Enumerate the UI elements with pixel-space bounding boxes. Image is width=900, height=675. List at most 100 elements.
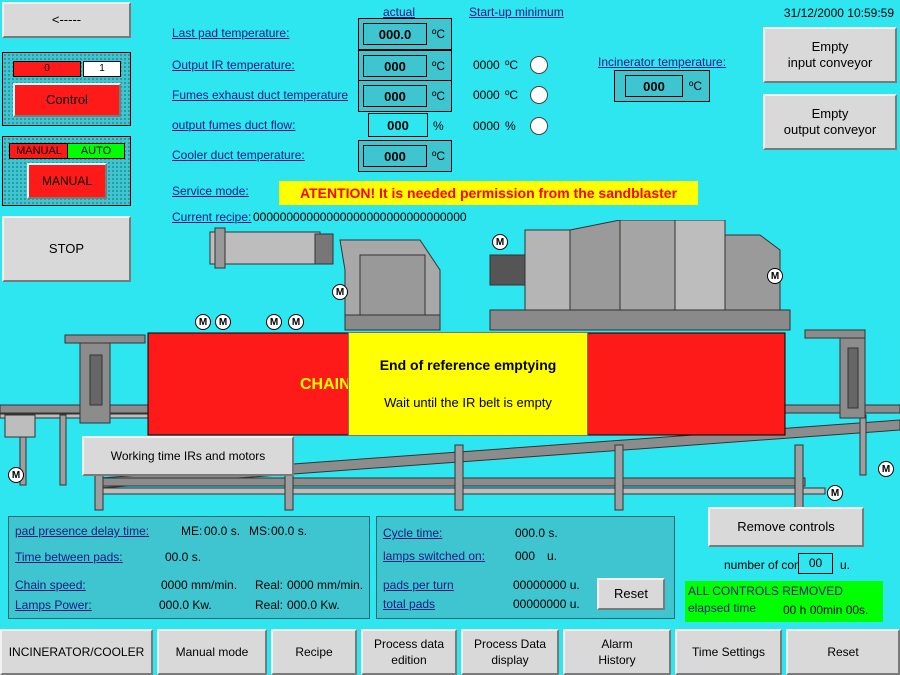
pads-per-turn-value: 00000000 u. bbox=[513, 578, 580, 592]
cooler-temp-unit: ºC bbox=[432, 149, 446, 163]
output-fumes-flow-indicator bbox=[530, 117, 548, 135]
timing-panel: pad presence delay time: ME: 00.0 s. MS:… bbox=[8, 516, 370, 619]
time-between-pads-value: 00.0 s. bbox=[165, 550, 202, 564]
lamps-power-label[interactable]: Lamps Power: bbox=[15, 598, 92, 612]
output-fumes-flow-unit: % bbox=[433, 119, 444, 133]
chain-speed-label[interactable]: Chain speed: bbox=[15, 578, 86, 592]
fumes-exhaust-temp-frame: 000 ºC bbox=[358, 80, 452, 112]
elapsed-time-label: elapsed time bbox=[688, 601, 757, 615]
last-pad-temp-frame: 000.0 ºC bbox=[358, 18, 452, 50]
controls-status-box: ALL CONTROLS REMOVED elapsed time 00 h 0… bbox=[685, 581, 883, 622]
output-ir-temp-min: 0000 bbox=[473, 58, 500, 72]
fumes-exhaust-temp-min: 0000 bbox=[473, 88, 500, 102]
lamps-switched-on-label[interactable]: lamps switched on: bbox=[383, 549, 486, 563]
startup-header: Start-up minimum bbox=[469, 5, 564, 19]
ms-value: 00.0 s. bbox=[271, 524, 308, 538]
nav-time-settings[interactable]: Time Settings bbox=[675, 629, 782, 675]
incinerator-temp-value: 000 bbox=[625, 75, 683, 97]
nav-incinerator-cooler[interactable]: INCINERATOR/COOLER bbox=[0, 629, 153, 675]
time-between-pads-label[interactable]: Time between pads: bbox=[15, 550, 123, 564]
stop-button[interactable]: STOP bbox=[2, 216, 131, 282]
fumes-exhaust-temp-unit: ºC bbox=[432, 89, 446, 103]
chain-speed-value: 0000 mm/min. bbox=[161, 578, 238, 592]
manual-button[interactable]: MANUAL bbox=[27, 163, 107, 199]
machine-illustration bbox=[0, 220, 900, 511]
me-label: ME: bbox=[181, 524, 203, 538]
real-speed-value: 0000 mm/min. bbox=[287, 578, 364, 592]
cycle-time-label[interactable]: Cycle time: bbox=[383, 526, 443, 540]
number-of-controls-unit: u. bbox=[840, 558, 851, 572]
output-ir-temp-indicator bbox=[530, 56, 548, 74]
last-pad-temp-unit: ºC bbox=[432, 27, 446, 41]
pads-per-turn-label[interactable]: pads per turn bbox=[383, 578, 454, 592]
motor-icon[interactable]: M bbox=[332, 284, 348, 300]
number-of-controls-input[interactable]: 00 bbox=[798, 553, 833, 574]
fumes-exhaust-temp-label[interactable]: Fumes exhaust duct temperature bbox=[172, 88, 349, 102]
controls-status-text: ALL CONTROLS REMOVED bbox=[688, 584, 843, 598]
motor-icon[interactable]: M bbox=[827, 485, 843, 501]
nav-manual-mode[interactable]: Manual mode bbox=[157, 629, 267, 675]
nav-reset[interactable]: Reset bbox=[786, 629, 900, 675]
counters-panel: Cycle time: 000.0 s. lamps switched on: … bbox=[376, 516, 675, 619]
cycle-time-value: 000.0 s. bbox=[515, 526, 558, 540]
counters-reset-button[interactable]: Reset bbox=[597, 578, 665, 610]
incinerator-temp-label[interactable]: Incinerator temperature: bbox=[598, 55, 727, 69]
switch-state-0: 0 bbox=[13, 61, 81, 77]
motor-icon[interactable]: M bbox=[195, 314, 211, 330]
real-speed-label: Real: bbox=[255, 578, 284, 592]
output-ir-temp-frame: 000 ºC bbox=[358, 50, 452, 82]
lamps-switched-on-unit: u. bbox=[547, 549, 558, 563]
mode-switch-box: MANUAL AUTO MANUAL bbox=[2, 136, 131, 206]
cooler-temp-label[interactable]: Cooler duct temperature: bbox=[172, 148, 305, 162]
motor-icon[interactable]: M bbox=[266, 314, 282, 330]
back-button[interactable]: <----- bbox=[2, 2, 131, 38]
service-mode-label: Service mode: bbox=[172, 184, 249, 198]
output-ir-temp-min-unit: ºC bbox=[505, 58, 519, 72]
cooler-temp-frame: 000 ºC bbox=[358, 140, 452, 172]
nav-alarm-history[interactable]: Alarm History bbox=[563, 629, 671, 675]
control-button[interactable]: Control bbox=[13, 83, 121, 117]
mode-auto-indicator: AUTO bbox=[67, 143, 125, 159]
nav-process-data-display[interactable]: Process Data display bbox=[461, 629, 559, 675]
nav-process-data-edition[interactable]: Process data edition bbox=[361, 629, 457, 675]
dialog-message: Wait until the IR belt is empty bbox=[384, 395, 552, 410]
datetime: 31/12/2000 10:59:59 bbox=[783, 6, 894, 20]
number-of-controls-label: number of con bbox=[724, 558, 801, 572]
real-power-label: Real: bbox=[255, 598, 284, 612]
output-ir-temp-value: 000 bbox=[363, 55, 427, 77]
motor-icon[interactable]: M bbox=[8, 467, 24, 483]
alert-banner: ATENTION! It is needed permission from t… bbox=[279, 181, 698, 205]
me-value: 00.0 s. bbox=[204, 524, 241, 538]
incinerator-temp-unit: ºC bbox=[689, 79, 703, 93]
working-time-button[interactable]: Working time IRs and motors bbox=[82, 436, 294, 476]
output-ir-temp-label[interactable]: Output IR temperature: bbox=[172, 58, 295, 72]
output-ir-temp-unit: ºC bbox=[432, 59, 446, 73]
empty-input-conveyor-button[interactable]: Empty input conveyor bbox=[763, 27, 897, 83]
actual-header: actual bbox=[383, 5, 416, 19]
last-pad-temp-label[interactable]: Last pad temperature: bbox=[172, 26, 290, 40]
fumes-exhaust-temp-indicator bbox=[530, 86, 548, 104]
fumes-exhaust-temp-min-unit: ºC bbox=[505, 88, 519, 102]
total-pads-label[interactable]: total pads bbox=[383, 597, 436, 611]
pad-delay-label[interactable]: pad presence delay time: bbox=[15, 524, 150, 538]
cooler-temp-value: 000 bbox=[363, 145, 427, 167]
motor-icon[interactable]: M bbox=[492, 234, 508, 250]
emptying-dialog: End of reference emptying Wait until the… bbox=[348, 332, 588, 436]
dialog-title: End of reference emptying bbox=[379, 357, 557, 373]
lamps-power-value: 000.0 Kw. bbox=[159, 598, 212, 612]
motor-icon[interactable]: M bbox=[878, 461, 894, 477]
nav-recipe[interactable]: Recipe bbox=[271, 629, 357, 675]
motor-icon[interactable]: M bbox=[288, 314, 304, 330]
control-switch-box: 0 1 Control bbox=[2, 52, 131, 126]
mode-manual-indicator: MANUAL bbox=[9, 143, 69, 159]
fumes-exhaust-temp-value: 000 bbox=[363, 85, 427, 107]
real-power-value: 000.0 Kw. bbox=[287, 598, 340, 612]
elapsed-time-value: 00 h 00min 00s. bbox=[783, 603, 869, 617]
output-fumes-flow-value: 000 bbox=[368, 113, 428, 137]
output-fumes-flow-label[interactable]: output fumes duct flow: bbox=[172, 118, 296, 132]
output-fumes-flow-min: 0000 bbox=[473, 119, 500, 133]
empty-output-conveyor-button[interactable]: Empty output conveyor bbox=[763, 94, 897, 150]
motor-icon[interactable]: M bbox=[767, 268, 783, 284]
motor-icon[interactable]: M bbox=[215, 314, 231, 330]
remove-controls-button[interactable]: Remove controls bbox=[708, 507, 864, 547]
